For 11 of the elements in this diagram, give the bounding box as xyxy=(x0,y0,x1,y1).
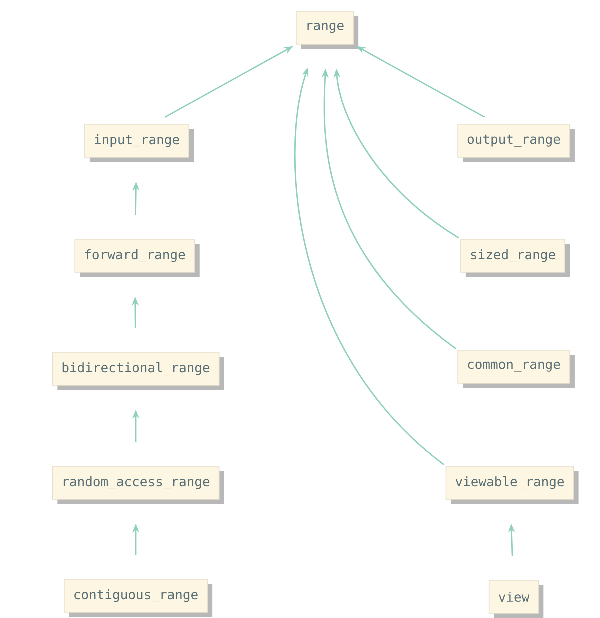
type-box: bidirectional_range xyxy=(52,352,224,390)
type-box: forward_range xyxy=(74,239,200,278)
type-box: contiguous_range xyxy=(64,579,213,618)
type-box: output_range xyxy=(458,124,575,162)
type-box: range xyxy=(296,11,359,50)
type-box: input_range xyxy=(84,124,194,162)
type-box: view xyxy=(488,580,544,618)
type-box: common_range xyxy=(458,350,575,388)
type-box: sized_range xyxy=(460,239,570,278)
type-box: random_access_range xyxy=(52,466,224,504)
type-box: viewable_range xyxy=(446,466,579,504)
